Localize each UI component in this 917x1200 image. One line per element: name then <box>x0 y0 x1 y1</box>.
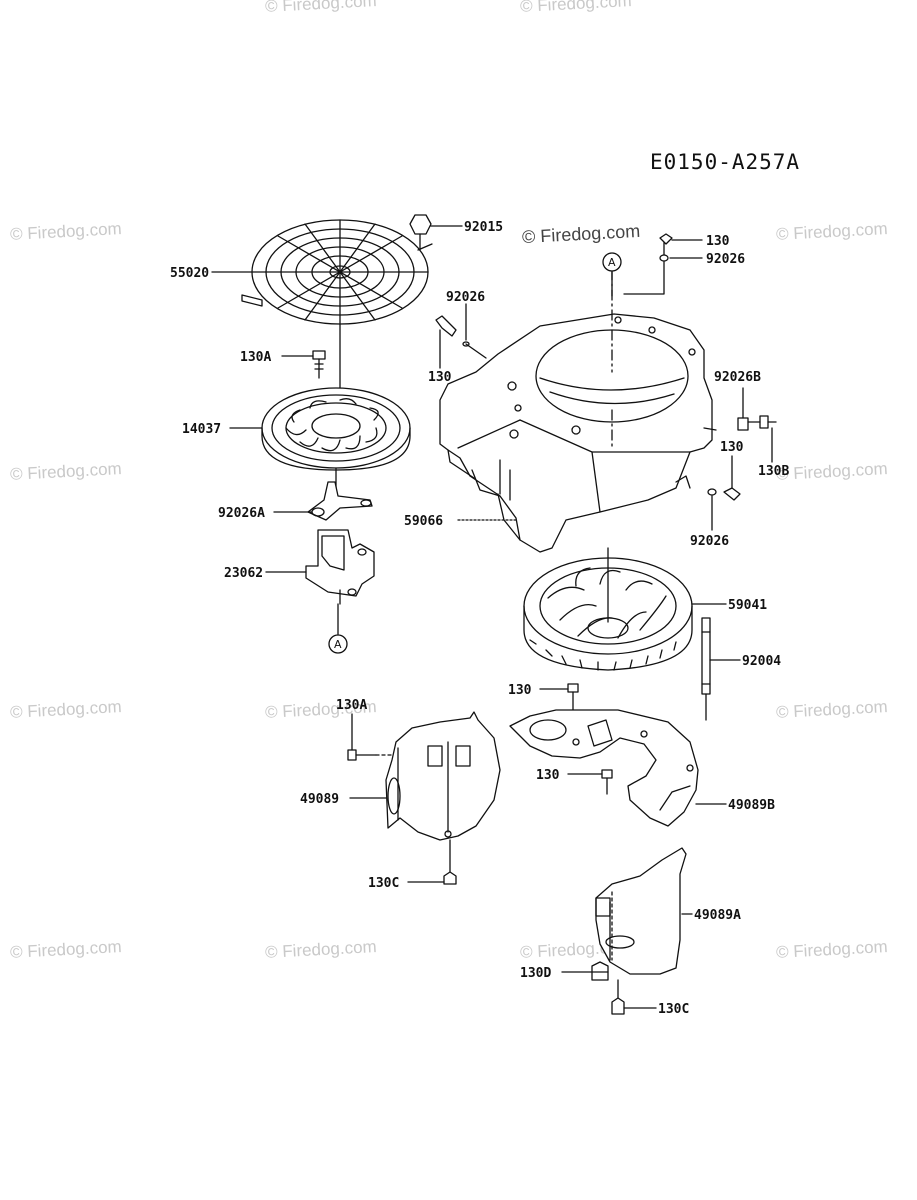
part-label: 49089B <box>728 798 775 813</box>
bracket-23062 <box>306 530 374 634</box>
leader-line <box>623 235 665 295</box>
bolt-130b <box>748 416 776 428</box>
screen-grille-55020 <box>242 220 432 324</box>
part-label: 49089 <box>300 792 339 807</box>
fan-guard-14037 <box>262 388 410 470</box>
part-label: 130C <box>368 876 399 891</box>
shroud-49089a <box>596 848 686 974</box>
part-label: 130 <box>720 440 744 455</box>
part-label: 130D <box>520 966 551 981</box>
part-label: 130B <box>758 464 789 479</box>
cap-nut-92015 <box>410 215 431 250</box>
part-label: 130 <box>536 768 560 783</box>
part-label: 14037 <box>182 422 221 437</box>
diagram-code: E0150-A257A <box>650 150 801 174</box>
part-label: 130A <box>336 698 367 713</box>
bolt-130-right <box>724 488 740 500</box>
part-label: 130 <box>706 234 730 249</box>
bolt-130a-low <box>348 714 376 760</box>
part-label: 92026 <box>446 290 485 305</box>
baffle-49089b <box>510 710 698 826</box>
reference-letter: A <box>608 256 616 269</box>
part-label: 92004 <box>742 654 781 669</box>
washer-92026-right <box>707 488 717 496</box>
part-label: 59066 <box>404 514 443 529</box>
bolt-130-mid <box>568 684 578 712</box>
part-label: 23062 <box>224 566 263 581</box>
part-label: 92026 <box>706 252 745 267</box>
shroud-49089 <box>386 712 500 840</box>
spacer-92026b <box>738 418 748 430</box>
part-label: 92026B <box>714 370 761 385</box>
reference-mark-a-top <box>602 252 622 272</box>
part-label: 55020 <box>170 266 209 281</box>
bolt-130-top-right <box>660 234 672 244</box>
part-label: 49089A <box>694 908 741 923</box>
bolt-130-mid2 <box>602 770 612 794</box>
leader-line <box>465 343 487 359</box>
part-label: 130A <box>240 350 271 365</box>
part-label: 130C <box>658 1002 689 1017</box>
part-label: 92026A <box>218 506 265 521</box>
washer-92026-top-right <box>660 255 668 261</box>
reference-mark-a-bottom <box>328 634 348 654</box>
bolt-130d <box>592 962 608 980</box>
part-label: 130 <box>508 683 532 698</box>
bolt-130a-top <box>313 351 325 378</box>
blower-housing-59066 <box>440 314 716 552</box>
bolt-130c-left <box>444 840 456 884</box>
bolt-130c-right <box>612 980 624 1014</box>
bolt-130-mid-left <box>436 316 456 336</box>
part-label: 92015 <box>464 220 503 235</box>
reference-letter: A <box>334 638 342 651</box>
part-label: 59041 <box>728 598 767 613</box>
stud-92004 <box>702 618 710 694</box>
washer-bracket-92026a <box>308 482 372 520</box>
part-label: 130 <box>428 370 452 385</box>
part-label: 92026 <box>690 534 729 549</box>
